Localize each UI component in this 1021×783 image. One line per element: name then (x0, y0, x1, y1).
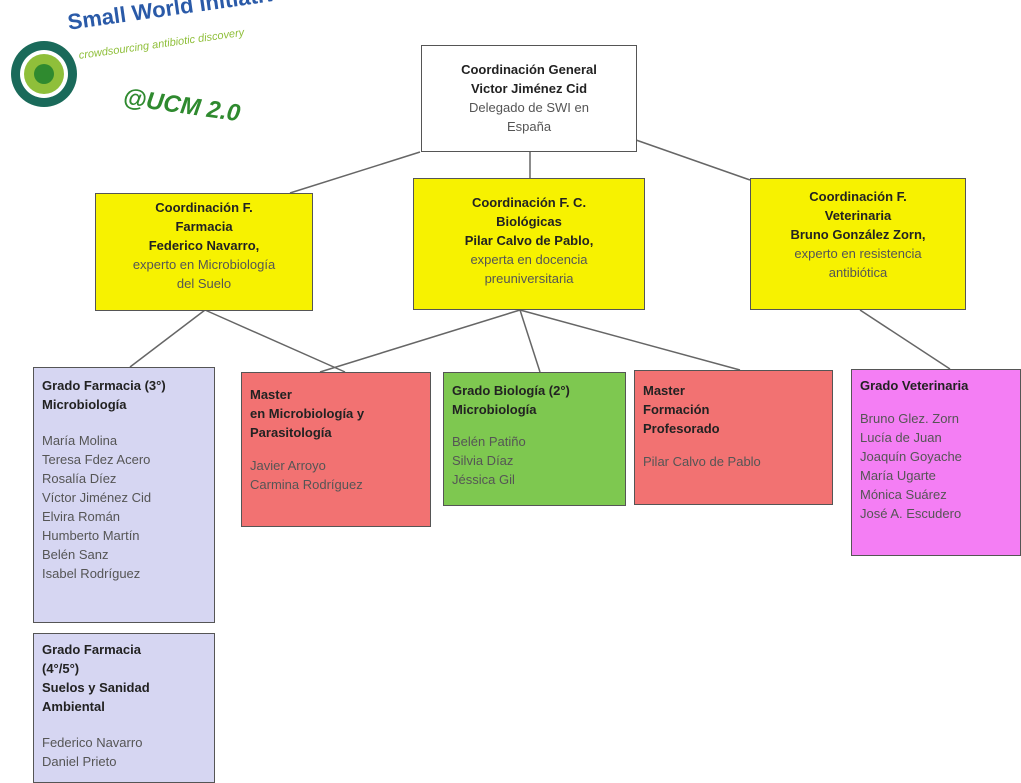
member-name: Belén Sanz (42, 547, 109, 562)
group-subtitle: Microbiología (42, 397, 127, 412)
person-name: Victor Jiménez Cid (470, 81, 588, 96)
description: antibiótica (828, 265, 888, 280)
member-name: Joaquín Goyache (860, 449, 962, 464)
description: experto en Microbiología (132, 257, 276, 272)
group-title: Grado Farmacia (3°) (42, 378, 166, 393)
member-name: María Molina (42, 433, 118, 448)
box-coordinacion-general: Coordinación General Victor Jiménez Cid … (421, 45, 637, 152)
logo-title: Small World Initiative (66, 0, 290, 35)
group-title: (4°/5°) (42, 661, 80, 676)
member-name: Lucía de Juan (860, 430, 942, 445)
person-name: Federico Navarro, (148, 238, 260, 253)
description: del Suelo (176, 276, 232, 291)
description: España (506, 119, 552, 134)
group-title: Grado Veterinaria (860, 378, 969, 393)
member-name: Jéssica Gil (452, 472, 515, 487)
member-name: Mónica Suárez (860, 487, 947, 502)
description: experta en docencia (470, 252, 588, 267)
member-name: José A. Escudero (860, 506, 962, 521)
member-name: Carmina Rodríguez (250, 477, 363, 492)
box-grado-farmacia-4-5: Grado Farmacia (4°/5°) Suelos y Sanidad … (33, 633, 215, 783)
box-grado-farmacia-3: Grado Farmacia (3°) Microbiología María … (33, 367, 215, 623)
group-title: Master (643, 383, 685, 398)
group-title: en Microbiología y (250, 406, 365, 421)
role-label: Coordinación General (461, 62, 597, 77)
member-name: Humberto Martín (42, 528, 140, 543)
description: Delegado de SWI en (469, 100, 589, 115)
group-title: Parasitología (250, 425, 332, 440)
role-label: Farmacia (175, 219, 233, 234)
member-name: Elvira Román (42, 509, 121, 524)
person-name: Bruno González Zorn, (790, 227, 926, 242)
box-coord-farmacia: Coordinación F. Farmacia Federico Navarr… (95, 193, 313, 311)
swi-logo: Small World Initiative crowdsourcing ant… (0, 0, 320, 140)
member-name: Rosalía Díez (42, 471, 117, 486)
group-title: Master (250, 387, 292, 402)
person-name: Pilar Calvo de Pablo, (464, 233, 594, 248)
group-title: Grado Biología (2°) (452, 383, 570, 398)
group-subtitle: Suelos y Sanidad (42, 680, 150, 695)
box-master-formacion: Master Formación Profesorado Pilar Calvo… (634, 370, 833, 505)
description: experto en resistencia (794, 246, 922, 261)
role-label: Biológicas (496, 214, 562, 229)
member-name: Pilar Calvo de Pablo (643, 454, 761, 469)
box-coord-biologicas: Coordinación F. C. Biológicas Pilar Calv… (413, 178, 645, 310)
role-label: Coordinación F. (155, 200, 253, 215)
member-name: Federico Navarro (42, 735, 143, 750)
group-subtitle: Microbiología (452, 402, 537, 417)
member-name: María Ugarte (860, 468, 936, 483)
box-coord-veterinaria: Coordinación F. Veterinaria Bruno Gonzál… (750, 178, 966, 310)
role-label: Coordinación F. (809, 189, 907, 204)
swi-logo-circle-icon (11, 41, 77, 107)
logo-subtitle: crowdsourcing antibiotic discovery (78, 26, 245, 62)
box-grado-biologia: Grado Biología (2°) Microbiología Belén … (443, 372, 626, 506)
member-name: Víctor Jiménez Cid (42, 490, 152, 505)
group-subtitle: Ambiental (42, 699, 105, 714)
member-name: Javier Arroyo (250, 458, 326, 473)
role-label: Coordinación F. C. (471, 195, 587, 210)
role-label: Veterinaria (824, 208, 892, 223)
group-title: Grado Farmacia (42, 642, 141, 657)
logo-ucm: @UCM 2.0 (121, 84, 242, 128)
member-name: Belén Patiño (452, 434, 526, 449)
box-grado-veterinaria: Grado Veterinaria Bruno Glez. Zorn Lucía… (851, 369, 1021, 556)
group-title: Profesorado (643, 421, 720, 436)
box-master-microbiologia: Master en Microbiología y Parasitología … (241, 372, 431, 527)
member-name: Silvia Díaz (452, 453, 514, 468)
member-name: Bruno Glez. Zorn (860, 411, 959, 426)
member-name: Daniel Prieto (42, 754, 117, 769)
group-title: Formación (643, 402, 710, 417)
description: preuniversitaria (484, 271, 574, 286)
member-name: Teresa Fdez Acero (42, 452, 151, 467)
member-name: Isabel Rodríguez (42, 566, 141, 581)
